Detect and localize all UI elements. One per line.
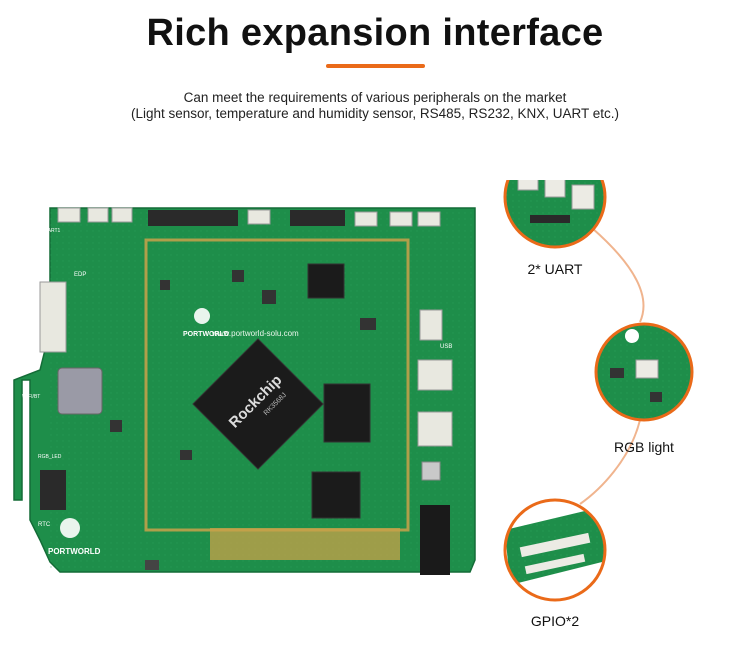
label-uart: UART1 [44, 228, 61, 234]
corner-logo-text: PORTWORLD [48, 547, 101, 556]
callout-label-uart: 2* UART [527, 261, 583, 277]
subtitle-line-1: Can meet the requirements of various per… [183, 90, 567, 105]
connector-line-2 [579, 419, 641, 505]
board-logo-text: PORTWORLD [183, 331, 229, 338]
board-website-text: www.portworld-solu.com [211, 329, 299, 338]
connector-line-1 [591, 227, 645, 323]
label-usb: USB [440, 344, 452, 350]
page-title: Rich expansion interface [146, 12, 604, 54]
label-wifi: WIFI/BT [22, 394, 40, 400]
callout-label-gpio: GPIO*2 [530, 613, 580, 629]
label-rtc: RTC [38, 522, 51, 528]
callout-label-rgb: RGB light [614, 439, 674, 455]
title-underline [326, 64, 425, 68]
product-illustration: PORTWORLD www.portworld-solu.com Rockchi… [13, 180, 694, 602]
callout-uart-zoom [503, 180, 607, 249]
label-rgb: RGB_LED [38, 454, 62, 460]
callout-gpio-zoom [503, 498, 607, 602]
pcb-board [13, 207, 476, 575]
callout-rgb-zoom [594, 322, 694, 422]
label-edp: EDP [74, 272, 86, 278]
subtitle-line-2: (Light sensor, temperature and humidity … [131, 106, 619, 121]
